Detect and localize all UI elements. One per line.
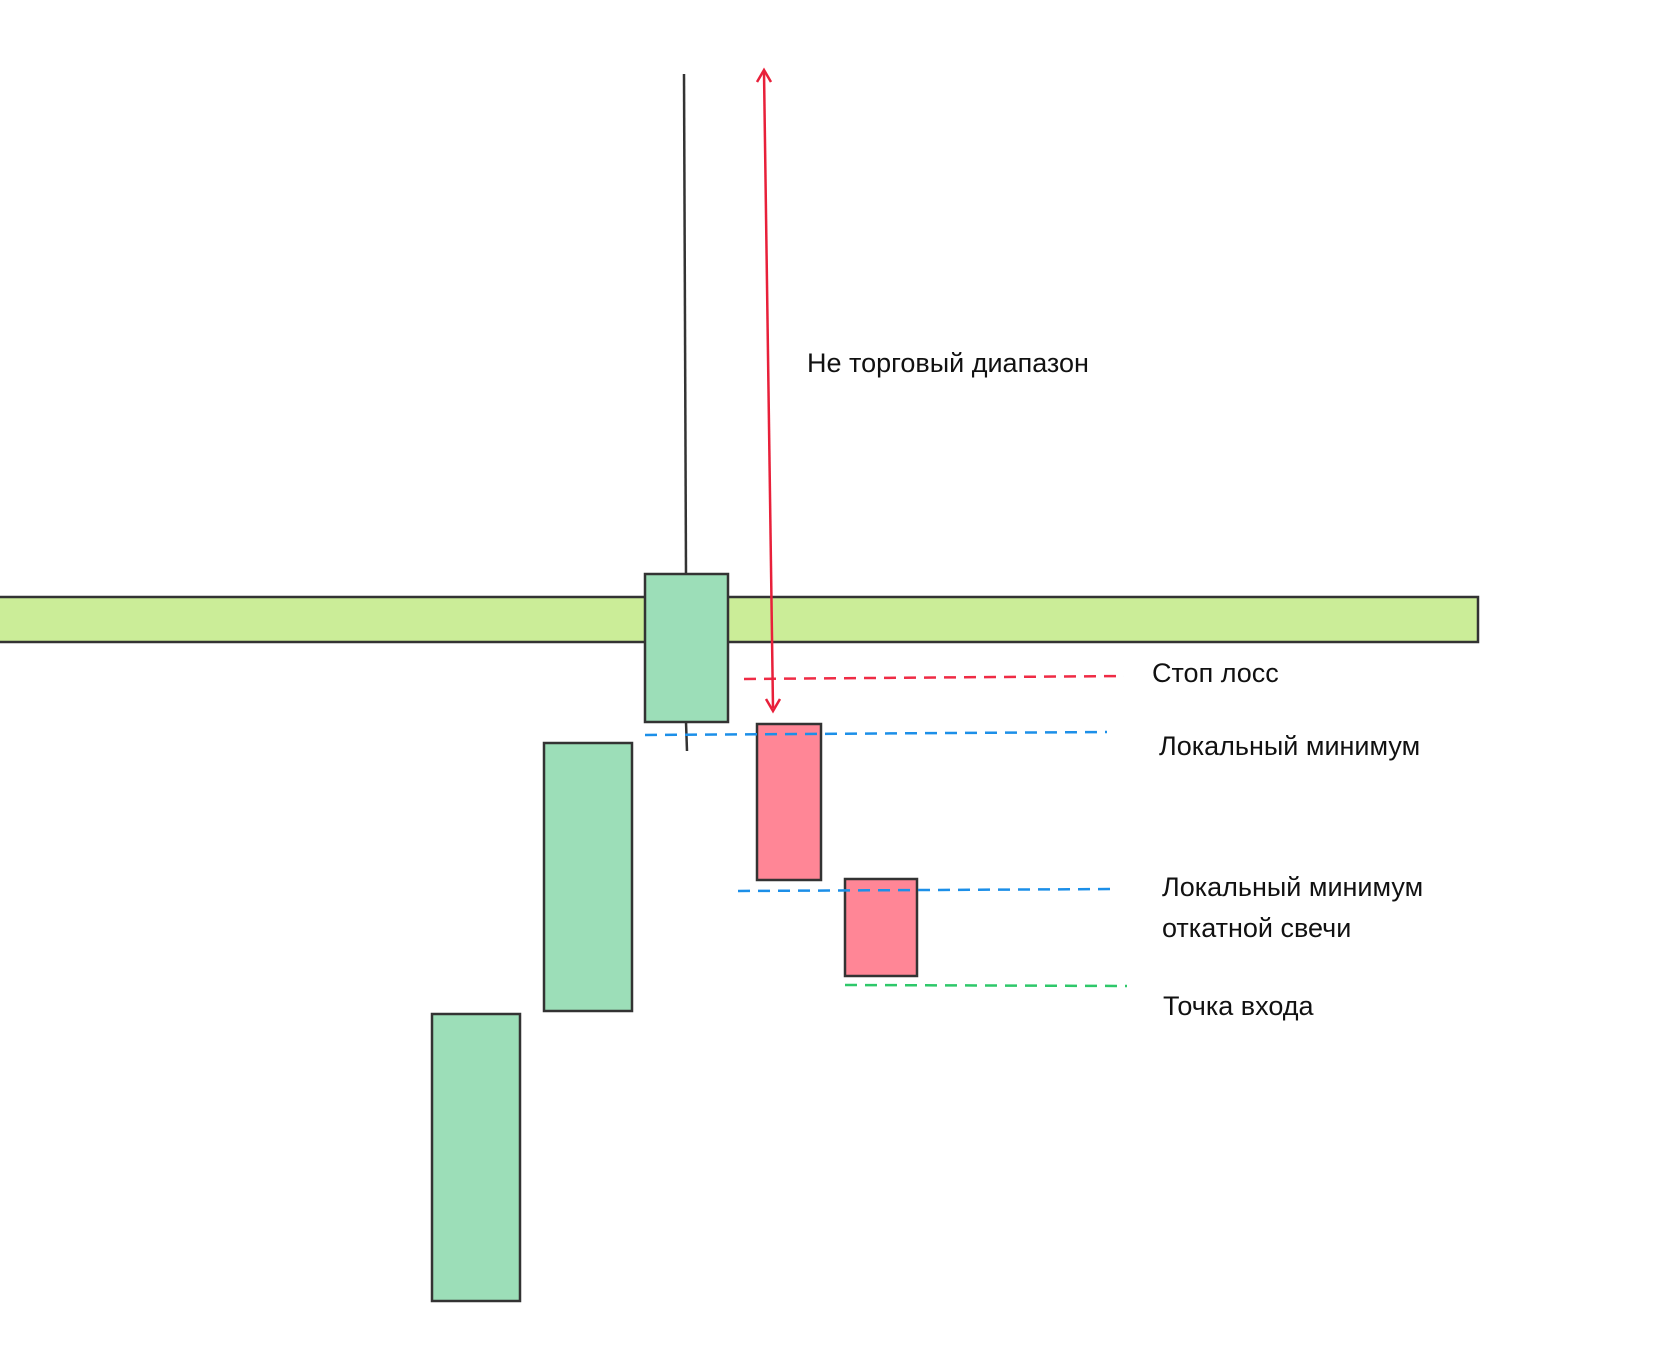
stop-loss-line xyxy=(743,674,1125,681)
pullback-local-minimum-line xyxy=(737,887,1119,893)
bear-candle-1 xyxy=(755,722,823,882)
arrow-up-icon xyxy=(755,67,773,83)
breakout-candle-lower-wick xyxy=(684,721,689,752)
breakout-candle-upper-wick xyxy=(682,73,688,577)
non-trading-range-arrow xyxy=(762,71,775,709)
stop-loss-label: Стоп лосс xyxy=(1152,658,1279,688)
arrow-down-icon xyxy=(764,698,782,714)
breakout-candle xyxy=(643,572,730,724)
entry-point-line xyxy=(844,983,1128,988)
non-trading-range-label: Не торговый диапазон xyxy=(807,348,1089,378)
bull-candle-2 xyxy=(542,741,634,1013)
pullback-local-minimum-label-line2: откатной свечи xyxy=(1162,913,1351,943)
pullback-local-minimum-label-line1: Локальный минимум xyxy=(1162,872,1423,902)
resistance-level-band xyxy=(0,595,1480,644)
bull-candle-1 xyxy=(430,1012,522,1303)
entry-point-label: Точка входа xyxy=(1163,991,1315,1021)
local-minimum-line xyxy=(644,730,1108,737)
local-minimum-label: Локальный минимум xyxy=(1159,731,1420,761)
bear-candle-2 xyxy=(843,877,919,978)
